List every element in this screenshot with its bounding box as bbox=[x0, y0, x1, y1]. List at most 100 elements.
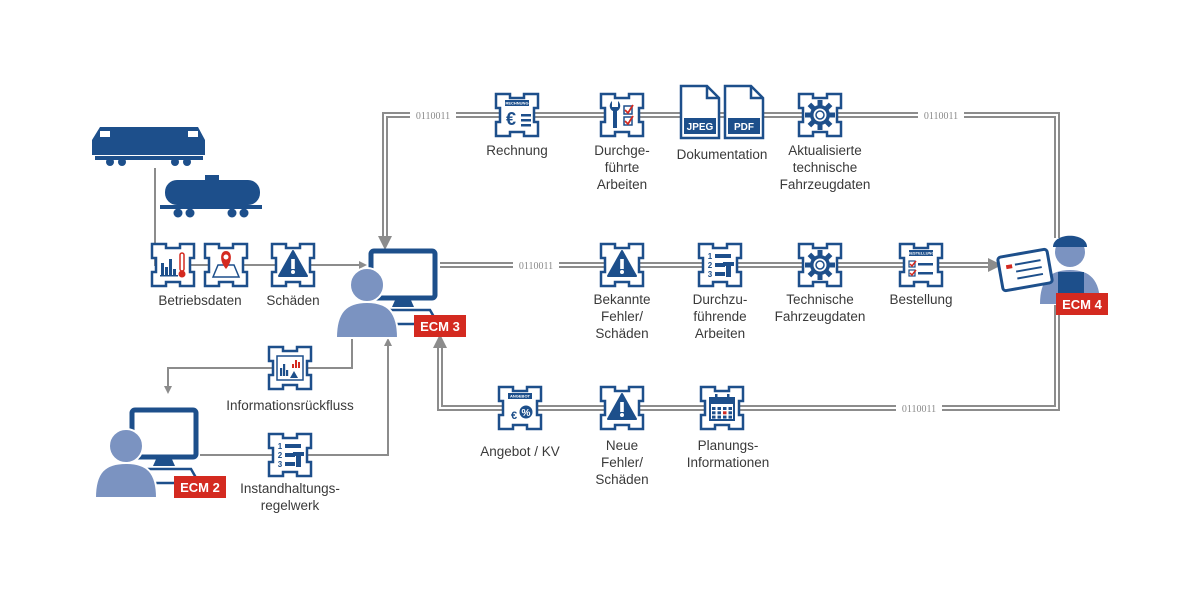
tank-wagon-icon bbox=[160, 175, 262, 218]
numbered-list-icon: 123 bbox=[697, 242, 743, 288]
tile-caption: ANGEBOT bbox=[510, 394, 531, 399]
warning-icon bbox=[599, 385, 645, 431]
node-angebot: ANGEBOT €% Angebot / KV bbox=[480, 385, 560, 459]
svg-text:1: 1 bbox=[708, 252, 713, 261]
tablet-icon bbox=[996, 247, 1054, 293]
node-informationsrueckfluss: Informationsrückfluss bbox=[226, 345, 354, 413]
node-label: Dokumentation bbox=[677, 147, 768, 162]
node-label: Fehler/ bbox=[601, 455, 643, 470]
node-label: Durchge- bbox=[594, 143, 650, 158]
node-schaeden: Schäden bbox=[266, 242, 320, 308]
jpeg-label: JPEG bbox=[687, 122, 714, 133]
node-rechnung: RECHNUNG€Rechnung bbox=[486, 92, 548, 158]
binary-label: 0110011 bbox=[924, 111, 958, 122]
node-label: Informationsrückfluss bbox=[226, 398, 354, 413]
channel-arrows bbox=[378, 236, 1002, 348]
node-label: Bekannte bbox=[593, 292, 650, 307]
svg-text:1: 1 bbox=[278, 442, 283, 451]
ecm3-workstation: ECM 3 bbox=[334, 248, 466, 339]
ecm3-label: ECM 3 bbox=[420, 319, 460, 334]
node-label: Technische bbox=[786, 292, 854, 307]
binary-label: 0110011 bbox=[519, 261, 553, 272]
tile-caption: BESTELLUNG bbox=[907, 251, 934, 256]
node-planungs-informationen: Planungs- Informationen bbox=[687, 385, 770, 470]
node-label: führende bbox=[693, 309, 746, 324]
node-label: Schäden bbox=[595, 472, 648, 487]
node-label: regelwerk bbox=[261, 498, 320, 513]
map-pin-icon bbox=[203, 242, 249, 288]
pdf-document-icon: PDF bbox=[723, 84, 765, 140]
node-label: Aktualisierte bbox=[788, 143, 862, 158]
report-charts-icon bbox=[267, 345, 313, 391]
locomotive-icon bbox=[92, 127, 205, 166]
node-label: Durchzu- bbox=[693, 292, 748, 307]
arrow-up-ecm3 bbox=[433, 334, 447, 348]
pdf-label: PDF bbox=[734, 122, 754, 133]
user-icon bbox=[334, 267, 400, 339]
binary-label: 0110011 bbox=[416, 111, 450, 122]
ecm3-badge bbox=[414, 315, 466, 337]
offer-euro-percent-icon: ANGEBOT €% bbox=[497, 385, 543, 431]
ecm4-worker: ECM 4 bbox=[996, 235, 1108, 315]
node-label: Fehler/ bbox=[601, 309, 643, 324]
tile-caption: RECHNUNG bbox=[505, 101, 528, 106]
node-label: Fahrzeugdaten bbox=[780, 177, 871, 192]
binary-label: 0110011 bbox=[902, 404, 936, 415]
svg-text:€: € bbox=[511, 410, 517, 422]
user-icon bbox=[93, 428, 159, 499]
invoice-euro-icon: RECHNUNG € bbox=[494, 92, 540, 138]
node-dokumentation: JPEG PDF Dokumentation bbox=[677, 84, 768, 162]
node-label: Fahrzeugdaten bbox=[775, 309, 866, 324]
binary-labels: 0110011 0110011 0110011 0110011 bbox=[410, 108, 964, 415]
ecm2-workstation: ECM 2 bbox=[93, 407, 226, 499]
svg-text:2: 2 bbox=[708, 261, 713, 270]
node-label: Informationen bbox=[687, 455, 770, 470]
numbered-list-icon: 123 bbox=[267, 432, 313, 478]
node-label: Neue bbox=[606, 438, 638, 453]
euro-symbol: € bbox=[506, 109, 516, 129]
hard-hat-icon bbox=[1053, 235, 1087, 247]
ecm4-label: ECM 4 bbox=[1062, 297, 1103, 312]
node-label: Schäden bbox=[595, 326, 648, 341]
ecm2-label: ECM 2 bbox=[180, 480, 220, 495]
node-label: Arbeiten bbox=[597, 177, 647, 192]
node-bestellung: BESTELLUNG Bestellung bbox=[889, 242, 953, 307]
calendar-icon bbox=[699, 385, 745, 431]
order-checklist-icon: BESTELLUNG bbox=[898, 242, 944, 288]
svg-text:2: 2 bbox=[278, 451, 283, 460]
node-label: Angebot / KV bbox=[480, 444, 560, 459]
ecm4-badge bbox=[1056, 293, 1108, 315]
gear-icon bbox=[797, 92, 843, 138]
top-channel bbox=[382, 112, 1060, 242]
jpeg-document-icon: JPEG bbox=[679, 84, 721, 140]
node-label: Instandhaltungs- bbox=[240, 481, 340, 496]
warning-icon bbox=[599, 242, 645, 288]
node-label: Planungs- bbox=[698, 438, 759, 453]
node-label: Bestellung bbox=[889, 292, 952, 307]
node-label: technische bbox=[793, 160, 858, 175]
warning-icon bbox=[270, 242, 316, 288]
node-betriebsdaten: Betriebsdaten bbox=[150, 242, 249, 308]
node-label: führte bbox=[605, 160, 640, 175]
ecm2-badge bbox=[174, 476, 226, 498]
wrench-checklist-icon bbox=[599, 92, 645, 138]
svg-text:3: 3 bbox=[708, 270, 713, 279]
arrow-right-ecm4 bbox=[988, 258, 1002, 272]
instandhaltung-line bbox=[200, 338, 392, 456]
node-label: Arbeiten bbox=[695, 326, 745, 341]
svg-text:%: % bbox=[522, 408, 531, 419]
informationsrueckfluss-line bbox=[164, 338, 353, 394]
node-label: Schäden bbox=[266, 293, 319, 308]
chart-thermometer-icon bbox=[150, 242, 196, 288]
node-label: Betriebsdaten bbox=[158, 293, 241, 308]
